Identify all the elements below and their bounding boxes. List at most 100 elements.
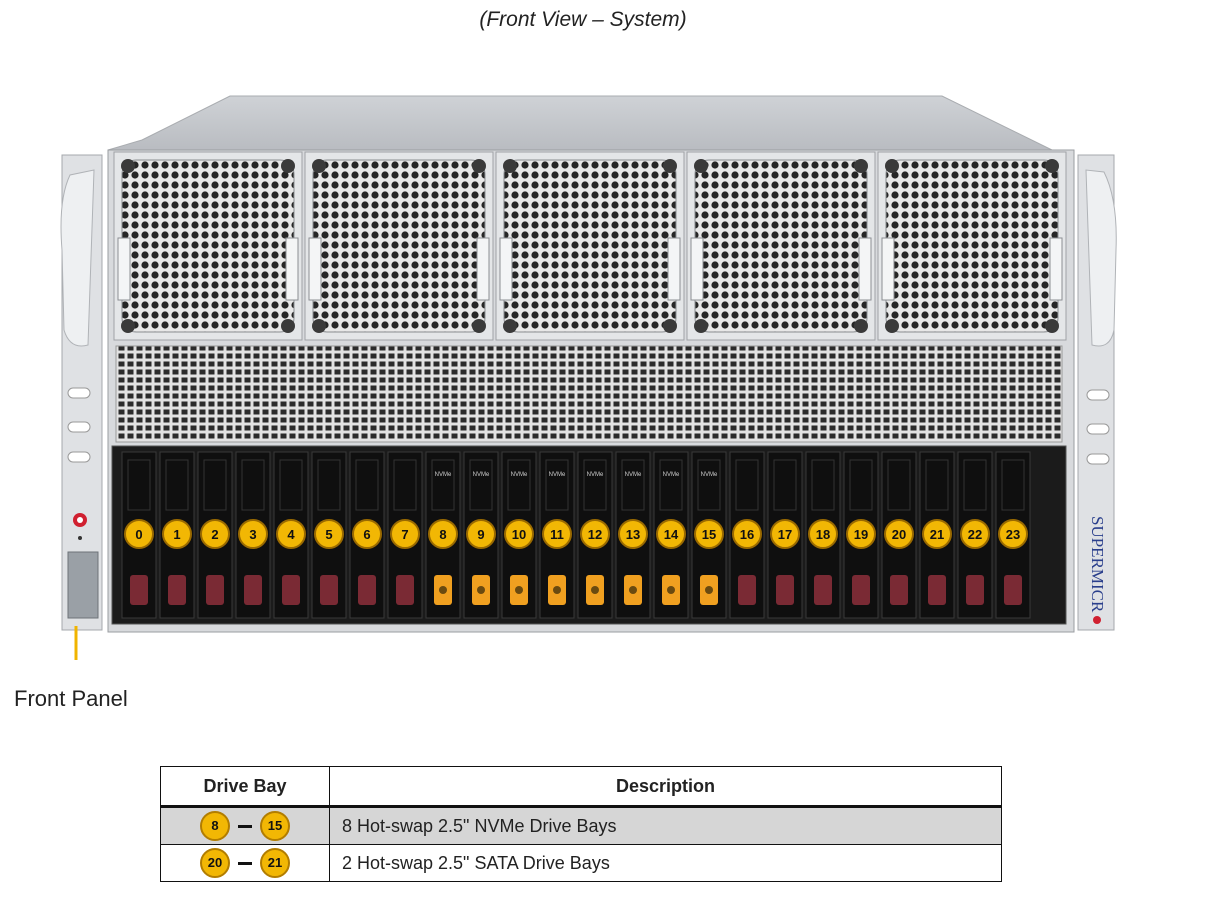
front-panel-label: Front Panel: [14, 686, 128, 711]
nvme-tag: NVMe: [701, 472, 718, 478]
bay-number-badge: 4: [276, 519, 306, 549]
bay-number-badge: 21: [922, 519, 952, 549]
bay-number-badge: 14: [656, 519, 686, 549]
description-cell: 2 Hot-swap 2.5" SATA Drive Bays: [329, 844, 1002, 882]
bay-number: 21: [930, 527, 944, 542]
bay-number-badge: 16: [732, 519, 762, 549]
nvme-tag: NVMe: [625, 472, 642, 478]
left-rack-ear: [60, 154, 103, 631]
range-dash: [238, 861, 252, 865]
brand-logo: SUPERMICR: [1088, 516, 1107, 613]
bay-number-badge: 3: [238, 519, 268, 549]
bay-number: 4: [287, 527, 295, 542]
drive-latch: [776, 575, 794, 605]
nvme-tag: NVMe: [435, 472, 452, 478]
bay-number: 12: [588, 527, 602, 542]
bay-number: 8: [439, 527, 446, 542]
fan-module: [877, 151, 1067, 341]
header-drive-bay: Drive Bay: [160, 766, 330, 808]
drive-latch: [206, 575, 224, 605]
bay-number-badge: 23: [998, 519, 1028, 549]
nvme-tag: NVMe: [587, 472, 604, 478]
bay-number: 10: [512, 527, 526, 542]
bay-number: 18: [816, 527, 830, 542]
nvme-tag: NVMe: [473, 472, 490, 478]
nvme-tag: NVMe: [663, 472, 680, 478]
bay-badge: 20: [200, 848, 230, 878]
description-cell: 8 Hot-swap 2.5" NVMe Drive Bays: [329, 806, 1002, 845]
bay-number: 14: [664, 527, 679, 542]
bay-number: 2: [211, 527, 218, 542]
bay-number-badge: 13: [618, 519, 648, 549]
range-dash: [238, 824, 252, 828]
drive-latch: [852, 575, 870, 605]
vent-grille: [115, 345, 1063, 443]
bay-badge: 21: [260, 848, 290, 878]
fan-modules: [113, 151, 1067, 341]
bay-number: 11: [550, 527, 564, 542]
bay-badge: 8: [200, 811, 230, 841]
bay-number-badge: 10: [504, 519, 534, 549]
fan-module: [304, 151, 494, 341]
bay-number-badge: 19: [846, 519, 876, 549]
bay-number-badge: 8: [428, 519, 458, 549]
drive-latch: [814, 575, 832, 605]
bay-number: 23: [1006, 527, 1020, 542]
bay-number-badge: 5: [314, 519, 344, 549]
bay-number-badge: 9: [466, 519, 496, 549]
bay-number: 0: [135, 527, 142, 542]
bay-number-badge: 1: [162, 519, 192, 549]
drive-bay-table: Drive Bay Description 8 15 8 Hot-swap 2.5…: [160, 766, 1002, 882]
right-rack-ear: SUPERMICR: [1077, 154, 1117, 631]
bay-number: 17: [778, 527, 792, 542]
drive-latch: [168, 575, 186, 605]
nvme-tag: NVMe: [549, 472, 566, 478]
front-panel-controls: [67, 551, 99, 619]
bay-number-badge: 18: [808, 519, 838, 549]
bay-badge: 15: [260, 811, 290, 841]
bay-number: 9: [477, 527, 484, 542]
figure-caption: (Front View – System): [479, 8, 687, 31]
header-description: Description: [329, 766, 1002, 808]
drive-latch: [890, 575, 908, 605]
bay-range-cell: 8 15: [160, 806, 330, 845]
bay-number: 20: [892, 527, 906, 542]
table-header-row: Drive Bay Description: [160, 766, 1002, 808]
bay-number: 6: [363, 527, 370, 542]
bay-number-badge: 11: [542, 519, 572, 549]
bay-number-badge: 0: [124, 519, 154, 549]
drive-latch: [244, 575, 262, 605]
drive-latch: [396, 575, 414, 605]
table-row: 8 15 8 Hot-swap 2.5" NVMe Drive Bays: [160, 806, 1002, 845]
drive-latch: [282, 575, 300, 605]
bay-number-badge: 7: [390, 519, 420, 549]
bay-number: 22: [968, 527, 982, 542]
bay-number-badge: 20: [884, 519, 914, 549]
bay-number-badge: 6: [352, 519, 382, 549]
drive-latch: [738, 575, 756, 605]
bay-number: 7: [401, 527, 408, 542]
drive-latch: [320, 575, 338, 605]
drive-latch: [358, 575, 376, 605]
bay-number: 19: [854, 527, 868, 542]
bay-number-badge: 12: [580, 519, 610, 549]
nvme-tag: NVMe: [511, 472, 528, 478]
bay-number: 16: [740, 527, 754, 542]
drive-latch: [928, 575, 946, 605]
bay-number: 15: [702, 527, 716, 542]
fan-module: [686, 151, 876, 341]
bay-number-badge: 15: [694, 519, 724, 549]
fan-module: [113, 151, 303, 341]
fan-module: [495, 151, 685, 341]
chassis-top-cover: [107, 95, 1053, 151]
bay-number: 13: [626, 527, 640, 542]
bay-number: 1: [173, 527, 180, 542]
bay-number-badge: 17: [770, 519, 800, 549]
drive-latch: [1004, 575, 1022, 605]
drive-latch: [966, 575, 984, 605]
bay-number-badge: 22: [960, 519, 990, 549]
